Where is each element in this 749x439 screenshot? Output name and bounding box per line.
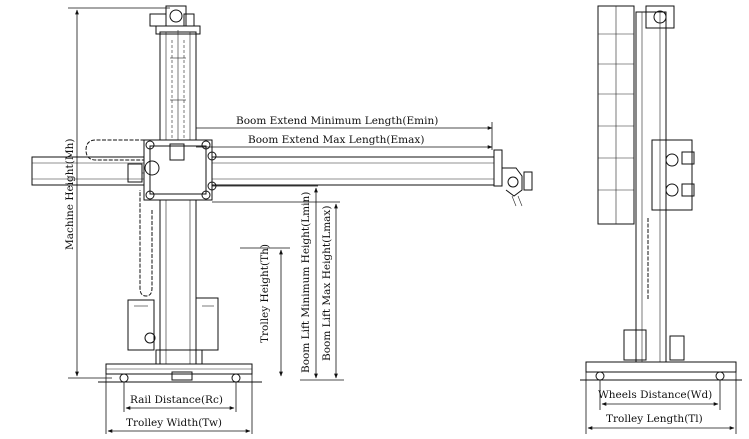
rail-distance-label: Rail Distance(Rc) (130, 394, 223, 406)
boom-extend-max-label: Boom Extend Max Length(Emax) (248, 134, 424, 146)
machine-height-label: Machine Height(Mh) (64, 139, 76, 250)
panel-frame (597, 5, 635, 225)
front-view: Machine Height(Mh) (31, 5, 533, 434)
trolley-height-dimension: Trolley Height(Th) (240, 244, 290, 377)
boom (31, 149, 533, 207)
column-base (127, 297, 219, 365)
boom-extend-min-label: Boom Extend Minimum Length(Emin) (236, 115, 438, 127)
boom-carriage (127, 139, 217, 201)
trolley-height-label: Trolley Height(Th) (259, 244, 271, 343)
boom-lift-max-label: Boom Lift Max Height(Lmax) (321, 206, 333, 361)
boom-extend-dimensions: Boom Extend Minimum Length(Emin) Boom Ex… (196, 115, 493, 150)
machine-height-dimension: Machine Height(Mh) (64, 7, 170, 379)
boom-lift-dimensions: Boom Lift Minimum Height(Lmin) Boom Lift… (212, 185, 344, 381)
boom-lift-min-label: Boom Lift Minimum Height(Lmin) (300, 192, 312, 373)
trolley-length-label: Trolley Length(Tl) (606, 413, 703, 425)
trolley (98, 363, 262, 383)
wheels-distance-label: Wheels Distance(Wd) (598, 389, 712, 401)
trolley-length-dimensions: Wheels Distance(Wd) Trolley Length(Tl) (585, 372, 737, 434)
trolley-width-dimensions: Rail Distance(Rc) Trolley Width(Tw) (105, 374, 253, 434)
side-view: Wheels Distance(Wd) Trolley Length(Tl) (580, 5, 742, 434)
trolley-width-label: Trolley Width(Tw) (126, 417, 222, 429)
cable-chain (85, 139, 153, 297)
side-trolley (580, 361, 742, 381)
